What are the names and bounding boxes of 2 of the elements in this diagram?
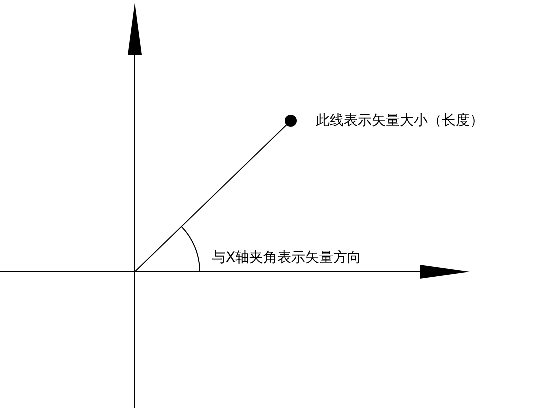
annotation-text: 此线表示矢量大小（长度） <box>316 112 484 130</box>
annotation-text: 与X轴夹角表示矢量方向 <box>212 249 362 267</box>
